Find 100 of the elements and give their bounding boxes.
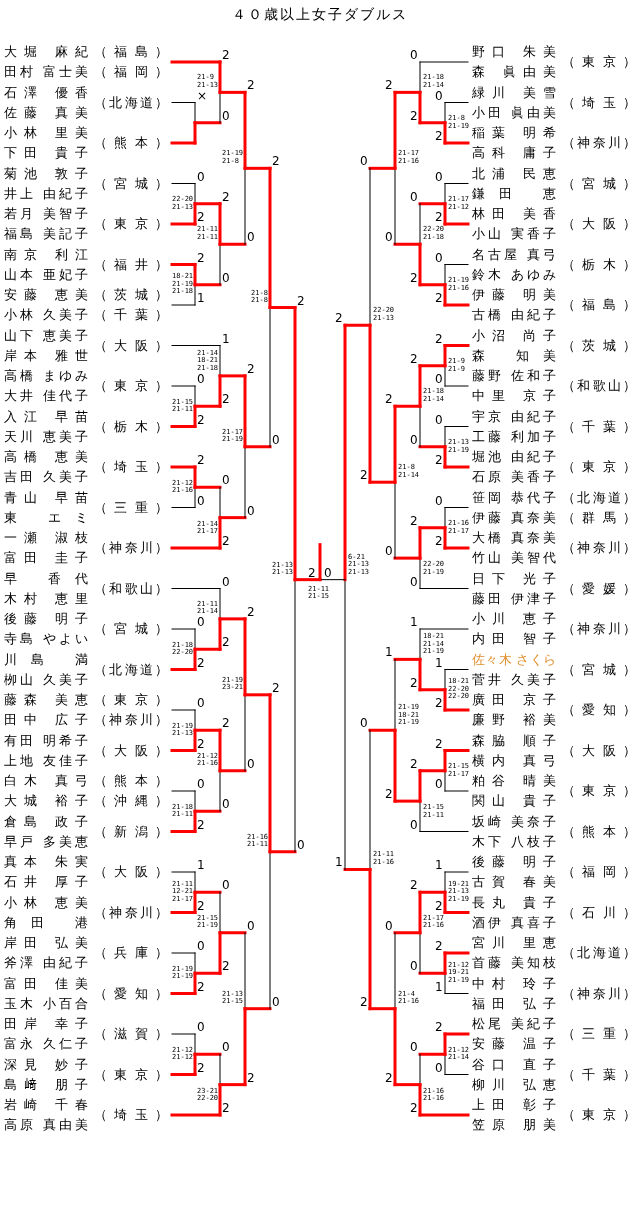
- match-result: 0: [197, 1021, 205, 1033]
- player-name: 廉野 裕美: [472, 711, 556, 729]
- prefecture-name: （和歌山）: [94, 579, 168, 598]
- match-result: 2: [385, 79, 393, 92]
- match-result: 2: [435, 940, 443, 952]
- player-name: 佐藤 真美: [4, 103, 88, 122]
- match-result: 1: [410, 616, 418, 628]
- prefecture-name: （宮城）: [562, 174, 636, 193]
- match-result: 2: [222, 636, 230, 649]
- prefecture-name: （熊本）: [94, 134, 168, 152]
- match-result: 1: [435, 656, 443, 669]
- match-result: 2: [247, 1071, 255, 1084]
- prefecture-name: （東京）: [562, 53, 636, 71]
- prefecture-name: （千葉）: [562, 417, 636, 436]
- prefecture-name: （千葉）: [94, 306, 168, 324]
- match-result: 2: [197, 656, 205, 669]
- player-name: 富田 圭子: [4, 549, 88, 567]
- match-result: 2: [385, 1071, 393, 1084]
- player-name: 下田 貴子: [4, 144, 88, 162]
- match-result: 0: [435, 413, 443, 426]
- player-name: 井上 由紀子: [4, 184, 88, 203]
- prefecture-name: （熊本）: [562, 822, 636, 841]
- match-result: 2: [410, 1102, 418, 1114]
- player-name: 高原 真由美: [4, 1116, 88, 1134]
- player-name: 高橋 まゆみ: [4, 367, 88, 385]
- player-name: 鎌田 恵: [472, 184, 556, 203]
- prefecture-name: （神奈川）: [94, 539, 168, 557]
- player-name: 安藤 温子: [472, 1035, 556, 1053]
- player-name: 富永 久仁子: [4, 1035, 88, 1053]
- prefecture-name: （神奈川）: [562, 539, 636, 557]
- match-result: 2: [435, 292, 443, 304]
- player-name: 木下 八枝子: [472, 832, 556, 851]
- match-result: 2: [222, 535, 230, 547]
- prefecture-name: （愛知）: [562, 701, 636, 719]
- match-result: 0: [197, 616, 205, 628]
- player-name: 木村 恵里: [4, 589, 88, 608]
- prefecture-name: （福島）: [94, 43, 168, 61]
- player-name: 福田 弘子: [472, 994, 556, 1013]
- match-result: 2: [435, 211, 443, 223]
- match-result: 2: [197, 818, 205, 831]
- prefecture-name: （三重）: [562, 1025, 636, 1043]
- player-name: 鈴木 あゆみ: [472, 265, 556, 284]
- match-result: 2: [222, 393, 230, 406]
- player-name: 深見 妙子: [4, 1055, 88, 1074]
- match-result: 0: [385, 545, 393, 558]
- player-name: 大橋 真奈美: [472, 529, 556, 547]
- match-result: 0: [410, 190, 418, 203]
- player-name: 山下 恵美子: [4, 326, 88, 345]
- player-name: 入江 早苗: [4, 407, 88, 426]
- prefecture-name: （大阪）: [94, 863, 168, 881]
- player-name: 藤森 美恵: [4, 691, 88, 709]
- player-name: 藤野 佐和子: [472, 367, 556, 385]
- match-result: 1: [435, 859, 443, 871]
- player-name: 角田 港: [4, 913, 88, 932]
- player-name: 酒伊 真喜子: [472, 913, 556, 932]
- match-result: 0: [324, 566, 332, 579]
- player-name: 廣田 京子: [472, 691, 556, 709]
- player-name: 富田 佳美: [4, 974, 88, 993]
- player-name: 栁山 久美子: [4, 670, 88, 689]
- player-name: 上地 友佳子: [4, 751, 88, 770]
- prefecture-name: （茨城）: [94, 286, 168, 304]
- prefecture-name: （福井）: [94, 255, 168, 274]
- player-name: 松尾 美紀子: [472, 1015, 556, 1033]
- player-name: 寺島 やよい: [4, 630, 88, 648]
- player-name: 坂崎 美奈子: [472, 812, 556, 831]
- player-name: 岩崎 千春: [4, 1096, 88, 1114]
- match-result: 0: [410, 433, 418, 446]
- prefecture-name: （東京）: [94, 215, 168, 233]
- prefecture-name: （東京）: [94, 691, 168, 709]
- player-name: 小林 久美子: [4, 306, 88, 324]
- match-result: 2: [222, 960, 230, 973]
- player-name: 田岸 幸子: [4, 1015, 88, 1033]
- match-result: 0: [410, 1041, 418, 1054]
- player-name: 緑川 美雪: [472, 83, 556, 102]
- player-name: 竹山 美智代: [472, 549, 556, 567]
- prefecture-name: （群馬）: [562, 508, 636, 527]
- match-result: 2: [272, 681, 280, 694]
- player-name: 若月 美智子: [4, 205, 88, 223]
- player-name: 野口 朱美: [472, 43, 556, 61]
- match-result: 0: [435, 494, 443, 507]
- match-result: 2: [360, 469, 368, 482]
- match-result: 0: [222, 474, 230, 487]
- match-result: 0: [222, 1041, 230, 1054]
- prefecture-name: （滋賀）: [94, 1025, 168, 1043]
- prefecture-name: （福岡）: [94, 63, 168, 81]
- player-name: 石井 厚子: [4, 873, 88, 891]
- match-result: 0: [435, 778, 443, 790]
- player-name: 工藤 利加子: [472, 427, 556, 446]
- prefecture-name: （東京）: [562, 1106, 636, 1124]
- match-result: 2: [197, 1061, 205, 1074]
- player-name: 横内 真弓: [472, 751, 556, 770]
- player-name: 後藤 明子: [472, 853, 556, 871]
- match-result: 1: [435, 980, 443, 993]
- match-result: 1: [335, 856, 343, 869]
- match-result: 2: [360, 995, 368, 1008]
- prefecture-name: （東京）: [94, 377, 168, 395]
- prefecture-name: （大阪）: [562, 741, 636, 760]
- prefecture-name: （福岡）: [562, 863, 636, 881]
- player-name: 玉木 小百合: [4, 994, 88, 1013]
- player-name: 小林 里美: [4, 124, 88, 142]
